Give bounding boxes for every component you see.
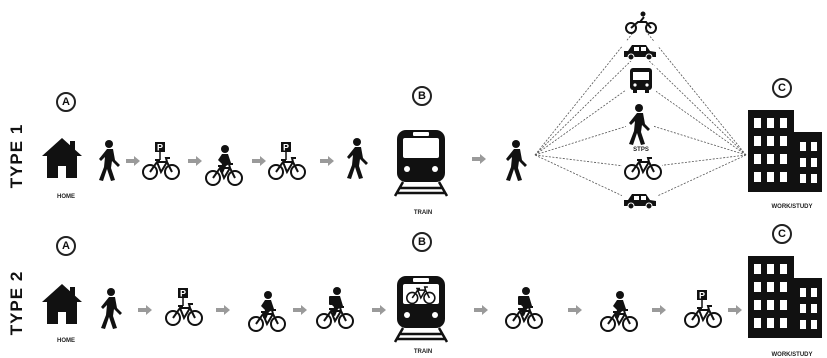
- caption-home-type-2: HOME: [57, 338, 75, 344]
- arrow-icon: [474, 305, 488, 315]
- marker-c-type-2: C: [772, 224, 792, 244]
- marker-b-type-1: B: [412, 86, 432, 106]
- marker-a-type-1: A: [56, 92, 76, 112]
- caption-destination-type-2: WORK/STUDY: [771, 352, 813, 358]
- arrow-icon: [138, 305, 152, 315]
- caption-home-type-1: HOME: [57, 194, 75, 200]
- parked-bicycle-icon: [166, 288, 202, 325]
- walker-icon: [101, 288, 122, 329]
- walker-icon: [99, 140, 120, 181]
- cyclist-icon: [206, 145, 242, 185]
- bus-icon: [630, 68, 652, 93]
- train-icon: [393, 128, 449, 198]
- walker-icon: [506, 140, 527, 181]
- walker-icon: [347, 138, 368, 179]
- parked-bicycle-icon: [143, 142, 179, 179]
- marker-a-type-2: A: [56, 236, 76, 256]
- marker-c-type-1: C: [772, 78, 792, 98]
- caption-steps: STPS: [633, 147, 649, 153]
- arrow-icon: [472, 154, 486, 164]
- office-building-icon: [748, 256, 822, 338]
- arrow-icon: [126, 156, 140, 166]
- house-icon: [42, 284, 82, 324]
- cyclist-icon: [601, 291, 637, 331]
- office-building-icon: [748, 110, 822, 192]
- arrow-icon: [216, 305, 230, 315]
- caption-train-type-2: TRAIN: [413, 349, 433, 355]
- cyclist-icon: [249, 291, 285, 331]
- train-with-bicycle-icon: [393, 274, 449, 344]
- parked-bicycle-icon: [685, 290, 721, 327]
- caption-destination-type-1: WORK/STUDY: [771, 204, 813, 210]
- parked-bicycle-icon: [269, 142, 305, 179]
- arrow-icon: [652, 305, 666, 315]
- arrow-icon: [568, 305, 582, 315]
- marker-b-type-2: B: [412, 232, 432, 252]
- arrow-icon: [372, 305, 386, 315]
- arrow-icon: [728, 305, 742, 315]
- cyclist-with-backpack-icon: [506, 287, 542, 328]
- caption-train-type-1: TRAIN: [413, 210, 433, 216]
- arrow-icon: [320, 156, 334, 166]
- arrow-icon: [252, 156, 266, 166]
- house-icon: [42, 138, 82, 178]
- cyclist-with-backpack-icon: [317, 287, 353, 328]
- arrow-icon: [188, 156, 202, 166]
- arrow-icon: [293, 305, 307, 315]
